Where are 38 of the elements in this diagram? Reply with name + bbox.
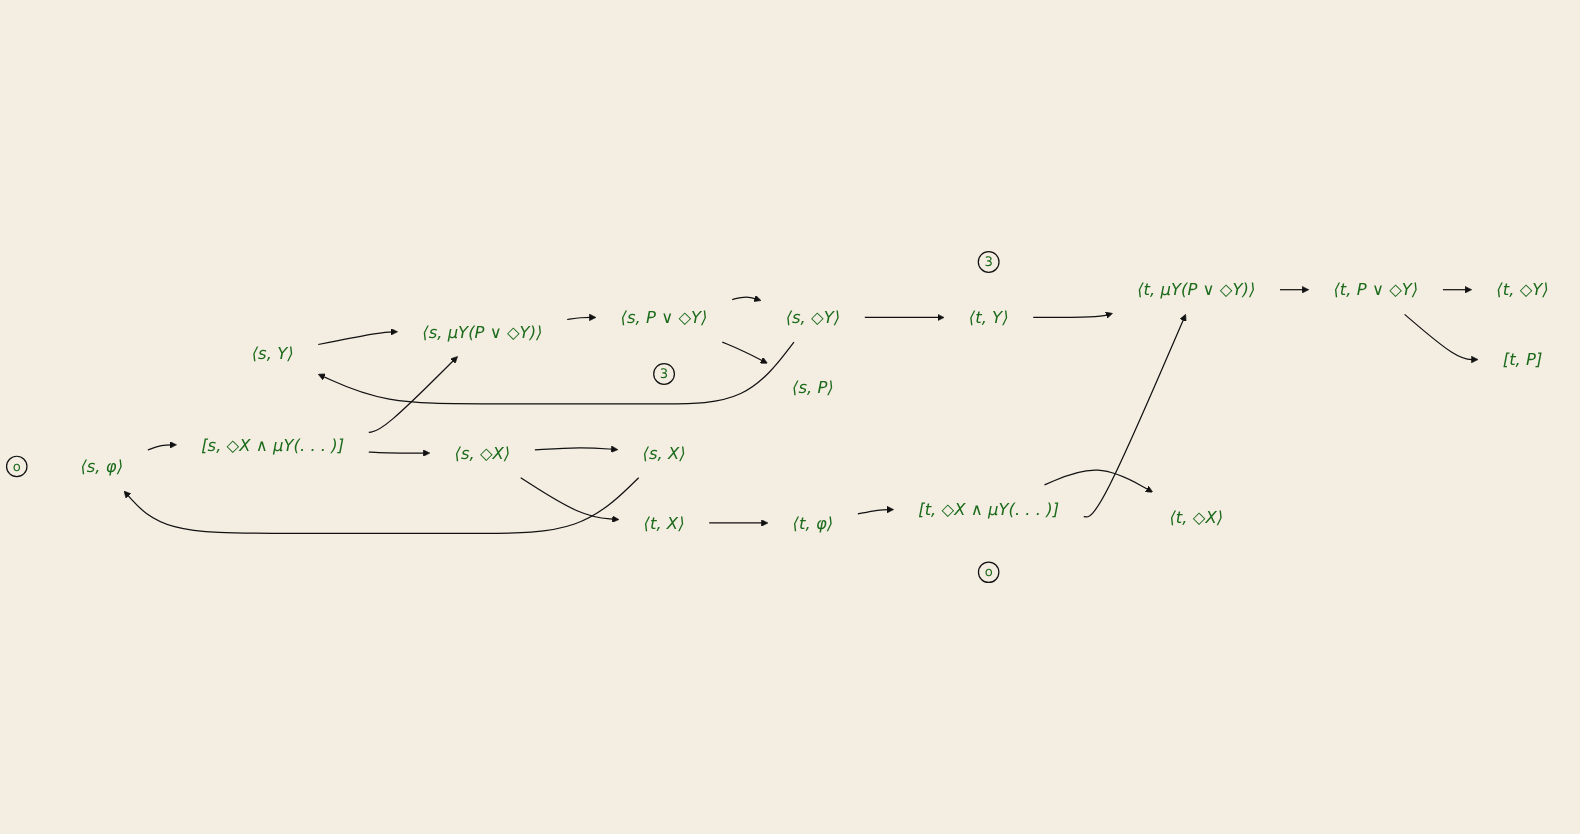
node-text: ⟨t, μY(P ∨ ◇Y)⟩ xyxy=(1137,279,1256,300)
node-text: ⟨s, Y⟩ xyxy=(251,343,294,364)
node-text: ⟨s, X⟩ xyxy=(642,443,686,463)
arrow xyxy=(731,295,762,302)
node-text: [s, ◇X ∧ μY(. . . )] xyxy=(201,435,345,455)
arrow xyxy=(566,313,597,321)
arrow xyxy=(317,328,398,346)
node-text: ⟨t, ◇X⟩ xyxy=(1169,506,1224,527)
node-text: ⟨s, μY(P ∨ ◇Y)⟩ xyxy=(422,321,543,342)
arrow xyxy=(1032,311,1113,319)
arrow xyxy=(1403,313,1479,364)
arrow xyxy=(147,441,177,451)
node-text: ⟨t, ◇Y⟩ xyxy=(1496,279,1549,300)
arrow xyxy=(317,341,795,405)
arrow xyxy=(534,445,619,453)
node-text: ⟨t, φ⟩ xyxy=(792,513,834,533)
arrow xyxy=(857,506,894,515)
node-text: ⟨s, P⟩ xyxy=(792,377,834,398)
node-text: ⟨s, P ∨ ◇Y⟩ xyxy=(620,307,708,328)
arrow xyxy=(1043,469,1153,493)
arrow xyxy=(1083,314,1187,518)
arrow xyxy=(368,449,431,457)
arrow xyxy=(1279,286,1310,294)
arrow xyxy=(864,313,945,322)
arrow xyxy=(1442,286,1472,294)
arrow xyxy=(368,356,458,433)
node-text: ⟨s, ◇Y⟩ xyxy=(785,307,841,328)
node-text: ⟨s, ◇X⟩ xyxy=(454,443,511,463)
node-text: [t, P] xyxy=(1502,349,1543,370)
arrow xyxy=(721,341,768,364)
node-text: ⟨t, P ∨ ◇Y⟩ xyxy=(1333,279,1419,300)
node-text: [t, ◇X ∧ μY(. . . )] xyxy=(918,499,1060,520)
node-text: ⟨t, Y⟩ xyxy=(968,307,1009,328)
arrow xyxy=(708,519,769,527)
node-text: ⟨s, φ⟩ xyxy=(80,456,124,477)
arrow xyxy=(123,477,640,534)
arrow xyxy=(520,477,620,523)
node-text: ⟨t, X⟩ xyxy=(643,513,685,533)
